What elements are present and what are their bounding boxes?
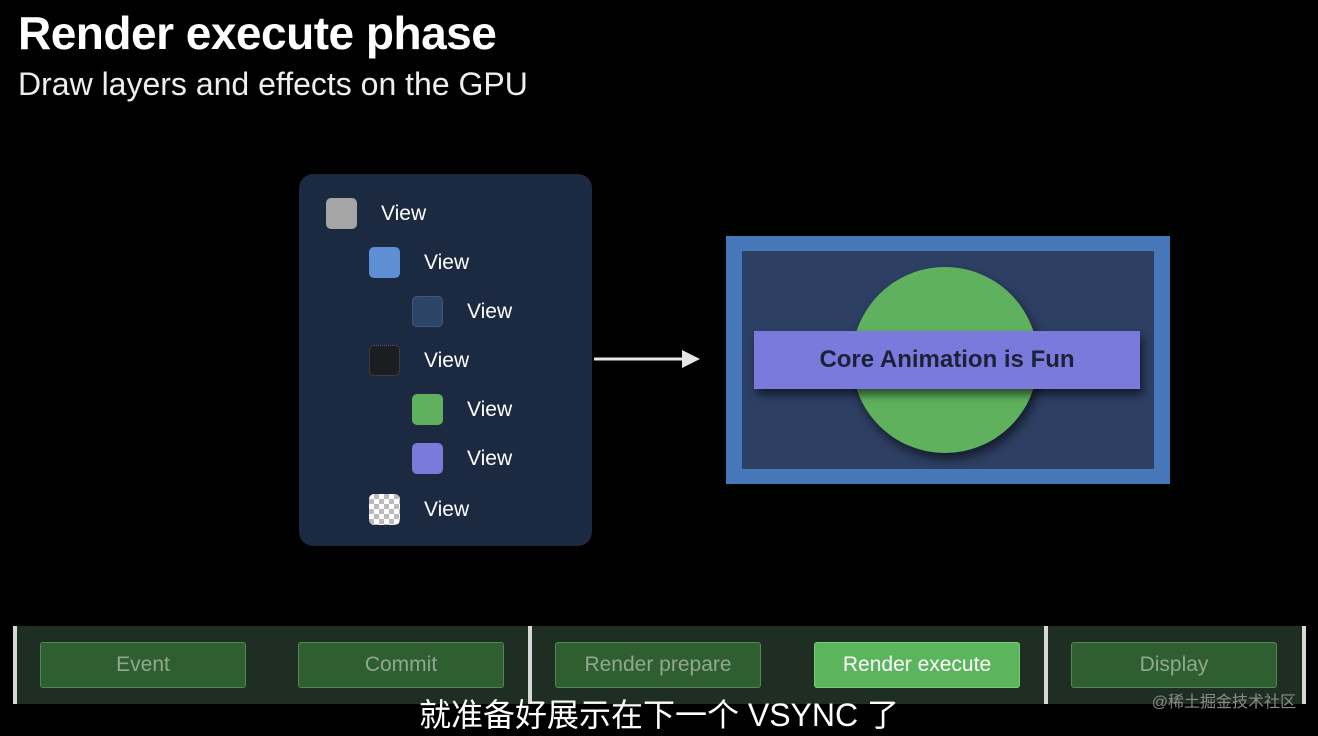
right-arrow-icon: [594, 350, 700, 368]
empty-swatch-icon: [369, 345, 400, 376]
view-node: View: [412, 443, 512, 474]
view-label: View: [424, 497, 470, 521]
purple-swatch-icon: [412, 443, 443, 474]
view-label: View: [467, 397, 513, 421]
banner-label: Core Animation is Fun: [754, 331, 1140, 389]
view-label: View: [381, 201, 427, 225]
view-tree-panel: View View View View View View View: [299, 174, 592, 546]
phase-display: Display: [1071, 642, 1277, 688]
view-label: View: [467, 299, 513, 323]
timeline-divider: [528, 626, 532, 704]
blue-swatch-icon: [369, 247, 400, 278]
gray-swatch-icon: [326, 198, 357, 229]
view-label: View: [424, 250, 470, 274]
timeline-divider: [1302, 626, 1306, 704]
phase-commit: Commit: [298, 642, 504, 688]
transparent-swatch-icon: [369, 494, 400, 525]
timeline-divider: [13, 626, 17, 704]
rendered-canvas: Core Animation is Fun: [742, 251, 1154, 469]
view-label: View: [424, 348, 470, 372]
slide-subtitle: Draw layers and effects on the GPU: [18, 66, 528, 102]
phase-event: Event: [40, 642, 246, 688]
phase-render-execute: Render execute: [814, 642, 1020, 688]
view-node: View: [412, 394, 512, 425]
view-label: View: [467, 446, 513, 470]
view-node: View: [369, 494, 469, 525]
watermark: @稀土掘金技术社区: [1151, 694, 1296, 711]
view-node: View: [369, 345, 469, 376]
view-node: View: [369, 247, 469, 278]
navy-swatch-icon: [412, 296, 443, 327]
phase-render-prepare: Render prepare: [555, 642, 761, 688]
green-swatch-icon: [412, 394, 443, 425]
slide-title: Render execute phase: [18, 7, 497, 59]
timeline-divider: [1044, 626, 1048, 704]
subtitle-caption: 就准备好展示在下一个 VSYNC 了: [418, 697, 900, 733]
view-node: View: [412, 296, 512, 327]
view-node: View: [326, 198, 426, 229]
